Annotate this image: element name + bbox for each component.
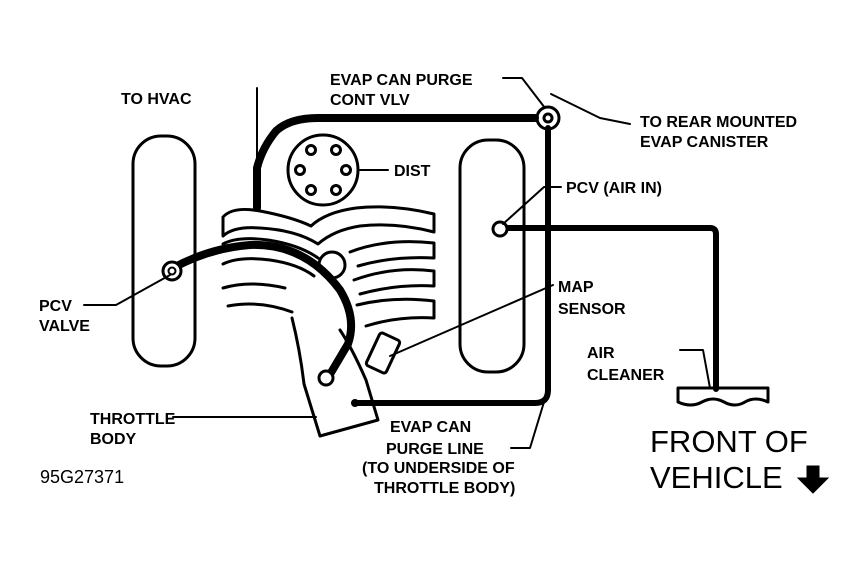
leader-pcv-valve [83,274,171,306]
down-arrow-icon [796,465,830,494]
hvac-vacuum-hose [253,114,539,212]
label-evap-purge-valve-1: EVAP CAN PURGE [330,72,473,89]
leader-to-rear-canister [550,93,631,125]
label-throttle-body-2: BODY [90,431,137,448]
left-valve-cover [131,134,197,368]
label-underside-2: THROTTLE BODY) [374,480,515,497]
label-pcv-air-in: PCV (AIR IN) [566,180,662,197]
leader-evap-purge-valve [502,77,546,109]
label-pcv-valve-1: PCV [39,298,72,315]
figure-code: 95G27371 [40,467,124,487]
pcv-air-inlet-port [491,220,509,238]
right-valve-cover [458,138,526,374]
label-air-cleaner-1: AIR [587,345,615,362]
label-front-of-vehicle-1: FRONT OF [650,424,808,459]
evap-purge-valve [535,105,561,131]
label-evap-purge-valve-2: CONT VLV [330,92,410,109]
label-front-of-vehicle-2: VEHICLE [650,460,783,495]
label-evap-purge-line-1: EVAP CAN [390,419,471,436]
leader-evap-purge-line [510,401,545,449]
label-to-rear-canister-2: EVAP CANISTER [640,134,769,151]
throttle-body-pcv-port [317,369,335,387]
map-sensor [364,331,402,375]
throttle-body-purge-port [351,399,359,407]
label-underside-1: (TO UNDERSIDE OF [362,460,515,477]
label-to-rear-canister-1: TO REAR MOUNTED [640,114,797,131]
label-dist: DIST [394,163,431,180]
label-throttle-body-1: THROTTLE [90,411,176,428]
label-map-sensor-2: SENSOR [558,301,626,318]
label-pcv-valve-2: VALVE [39,318,90,335]
label-evap-purge-line-2: PURGE LINE [386,441,484,458]
leader-map-sensor [389,284,554,357]
leader-air-cleaner [679,349,711,389]
label-air-cleaner-2: CLEANER [587,367,665,384]
pcv-fresh-air-hose [498,225,719,392]
distributor [286,133,360,207]
label-to-hvac: TO HVAC [121,91,192,108]
label-map-sensor-1: MAP [558,279,594,296]
evap-purge-line [353,125,551,406]
pcv-hose [169,240,356,380]
leader-pcv-air-in [502,186,562,225]
air-cleaner [676,386,770,407]
